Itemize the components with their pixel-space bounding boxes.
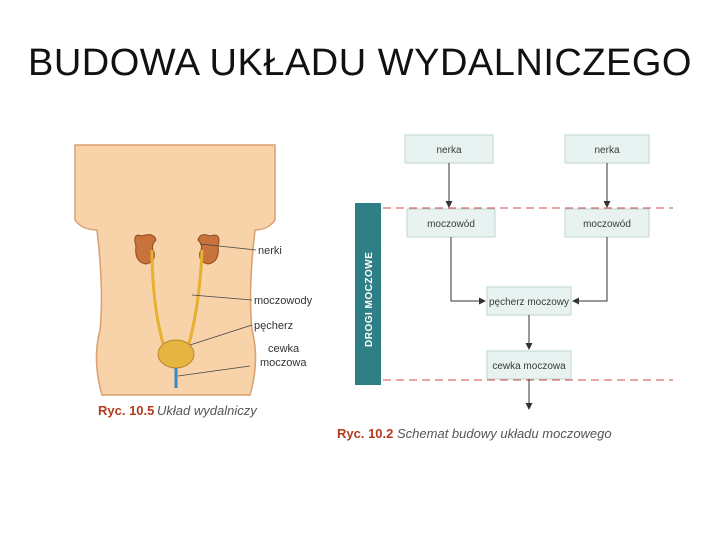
label-nerki: nerki [258, 245, 282, 257]
box-nerka-right-label: nerka [594, 145, 619, 156]
label-cewka-1: cewka [268, 343, 300, 355]
side-bar [355, 203, 381, 385]
label-pecherz: pęcherz [254, 320, 293, 332]
anatomy-figure: nerki moczowody pęcherz cewka moczowa Ry… [74, 144, 313, 418]
box-nerka-right [564, 134, 650, 164]
anatomy-caption-number: Ryc. 10.5 [98, 403, 154, 418]
side-bar-label: DROGI MOCZOWE [364, 252, 375, 347]
bladder [157, 339, 195, 369]
label-moczowody: moczowody [254, 295, 313, 307]
box-nerka-left-label: nerka [436, 145, 461, 156]
box-nerka-left [404, 134, 494, 164]
schema-caption-text: Schemat budowy układu moczowego [397, 426, 612, 441]
schema-caption-number: Ryc. 10.2 [337, 426, 393, 441]
label-cewka-2: moczowa [260, 357, 307, 369]
box-moczowod-left [406, 208, 496, 238]
leader-moczowody [191, 294, 253, 301]
arrow-moczowod-left-to-pecherz [450, 237, 486, 305]
arrow-moczowod-right-to-pecherz [572, 237, 608, 305]
slide-title: BUDOWA UKŁADU WYDALNICZEGO [27, 42, 692, 84]
box-cewka-label: cewka moczowa [492, 361, 566, 372]
leader-cewka [177, 365, 251, 377]
box-moczowod-left-label: moczowód [427, 219, 475, 230]
box-pecherz-label: pęcherz moczowy [489, 297, 569, 308]
schema-figure: DROGI MOCZOWE nerka nerka moczowód moczo… [337, 134, 673, 441]
leader-nerki [199, 243, 257, 251]
anatomy-caption-text: Układ wydalniczy [157, 403, 258, 418]
box-moczowod-right-label: moczowód [583, 219, 631, 230]
leader-pecherz [189, 324, 253, 346]
torso-silhouette [74, 144, 276, 396]
